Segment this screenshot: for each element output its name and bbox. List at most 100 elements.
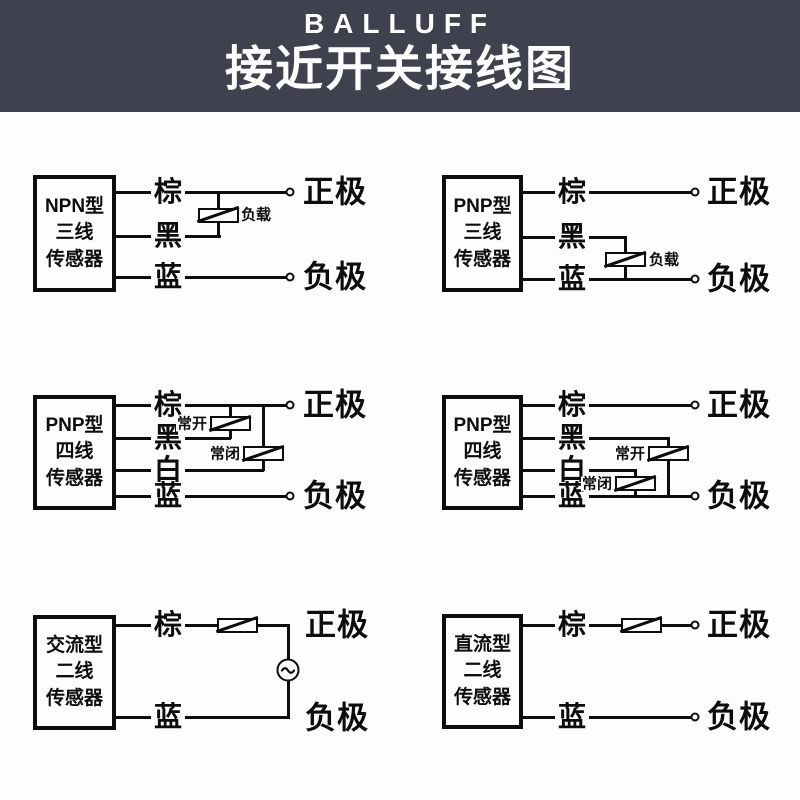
terminal-label-positive: 正极	[707, 174, 771, 210]
wire-brown	[115, 403, 291, 407]
wire-brown	[115, 623, 290, 627]
sensor-label-line1: 直流型	[453, 633, 511, 655]
sensor-label-line2: 三线	[55, 222, 94, 244]
nc-branch-line	[261, 405, 265, 471]
terminal-label-negative: 负极	[303, 259, 367, 295]
sensor-label-line3: 传感器	[45, 467, 103, 489]
terminal-label-positive: 正极	[707, 607, 771, 643]
terminal-label-positive: 正极	[303, 387, 367, 423]
wire-label-black: 黑	[554, 424, 590, 452]
terminal-dot-positive	[690, 620, 700, 630]
wire-label-brown: 棕	[150, 178, 186, 206]
load-symbol	[196, 205, 240, 223]
wire-blue	[115, 494, 291, 498]
load-symbol	[619, 615, 662, 633]
wire-brown	[522, 190, 696, 194]
wire-label-blue: 蓝	[554, 265, 590, 293]
wire-label-blue: 蓝	[150, 263, 186, 291]
load-diagonal-icon	[196, 205, 240, 223]
sensor-label-line3: 传感器	[453, 686, 511, 708]
wire-blue	[115, 715, 290, 719]
load-diagonal-icon	[646, 444, 689, 462]
sensor-label-line1: PNP型	[453, 195, 512, 217]
wire-blue	[522, 494, 696, 498]
terminal-dot-negative	[690, 712, 700, 722]
terminal-label-negative: 负极	[707, 478, 771, 514]
sensor-label-line3: 传感器	[45, 248, 103, 270]
sensor-box: NPN型 三线 传感器	[33, 175, 116, 292]
wire-label-black: 黑	[554, 223, 590, 251]
terminal-dot-negative	[690, 274, 700, 284]
no-branch-line	[666, 438, 670, 498]
sensor-label-line1: NPN型	[44, 195, 105, 217]
sensor-label-line3: 传感器	[453, 248, 511, 270]
load-label: 负载	[648, 251, 681, 269]
wire-blue	[522, 715, 696, 719]
load-diagonal-icon	[241, 444, 284, 462]
wire-white	[115, 468, 264, 472]
sensor-label-line2: 二线	[463, 660, 502, 682]
wire-label-brown: 棕	[554, 178, 590, 206]
sensor-box: PNP型 四线 传感器	[442, 395, 523, 510]
load-label: 负载	[240, 206, 273, 224]
wire-blue	[522, 277, 696, 281]
sensor-box: PNP型 四线 传感器	[33, 395, 116, 510]
terminal-dot-negative	[285, 491, 295, 501]
terminal-label-negative: 负极	[305, 700, 369, 736]
normally-closed-label: 常闭	[580, 475, 613, 493]
normally-open-label: 常开	[613, 445, 646, 463]
sensor-label-line1: PNP型	[45, 414, 104, 436]
load-symbol	[603, 250, 647, 268]
wire-brown	[522, 403, 696, 407]
wire-label-blue: 蓝	[150, 482, 186, 510]
wire-label-black: 黑	[150, 222, 186, 250]
load-diagonal-icon	[215, 615, 258, 633]
wire-label-blue: 蓝	[554, 703, 590, 731]
normally-open-load-symbol	[646, 444, 689, 462]
normally-closed-load-symbol	[613, 474, 656, 492]
sine-wave-icon	[280, 666, 296, 674]
terminal-label-negative: 负极	[707, 699, 771, 735]
sensor-label-line1: 交流型	[45, 634, 103, 656]
brand-logo: BALLUFF	[303, 8, 497, 39]
sensor-box: 直流型 二线 传感器	[442, 614, 523, 729]
terminal-label-positive: 正极	[303, 174, 367, 210]
sensor-box: PNP型 三线 传感器	[442, 175, 523, 292]
wire-brown	[115, 190, 291, 194]
wire-label-brown: 棕	[554, 611, 590, 639]
terminal-label-positive: 正极	[305, 607, 369, 643]
wire-black	[522, 436, 670, 440]
wire-blue	[115, 275, 291, 279]
terminal-dot-negative	[690, 491, 700, 501]
header-banner: BALLUFF 接近开关接线图	[0, 0, 800, 112]
sensor-label-line1: PNP型	[453, 414, 512, 436]
load-diagonal-icon	[619, 615, 662, 633]
load-diagonal-icon	[613, 474, 656, 492]
normally-closed-label: 常闭	[208, 445, 241, 463]
terminal-label-negative: 负极	[303, 478, 367, 514]
normally-open-label: 常开	[175, 415, 208, 433]
terminal-dot-positive	[690, 187, 700, 197]
load-diagonal-icon	[208, 414, 251, 432]
wire-label-brown: 棕	[150, 391, 186, 419]
normally-closed-load-symbol	[241, 444, 284, 462]
sensor-label-line2: 四线	[463, 441, 502, 463]
sensor-label-line3: 传感器	[45, 687, 103, 709]
wire-label-white: 白	[150, 456, 186, 484]
sensor-label-line3: 传感器	[453, 467, 511, 489]
terminal-label-negative: 负极	[707, 261, 771, 297]
sensor-label-line2: 三线	[463, 222, 502, 244]
terminal-dot-negative	[285, 272, 295, 282]
page-title: 接近开关接线图	[224, 43, 575, 96]
terminal-dot-positive	[285, 400, 295, 410]
ac-source-symbol	[276, 658, 300, 682]
normally-open-load-symbol	[208, 414, 251, 432]
load-symbol	[215, 615, 258, 633]
sensor-box: 交流型 二线 传感器	[33, 615, 116, 730]
wire-brown	[522, 623, 696, 627]
terminal-label-positive: 正极	[707, 387, 771, 423]
wire-label-brown: 棕	[150, 611, 186, 639]
terminal-dot-positive	[690, 400, 700, 410]
sensor-label-line2: 四线	[55, 441, 94, 463]
